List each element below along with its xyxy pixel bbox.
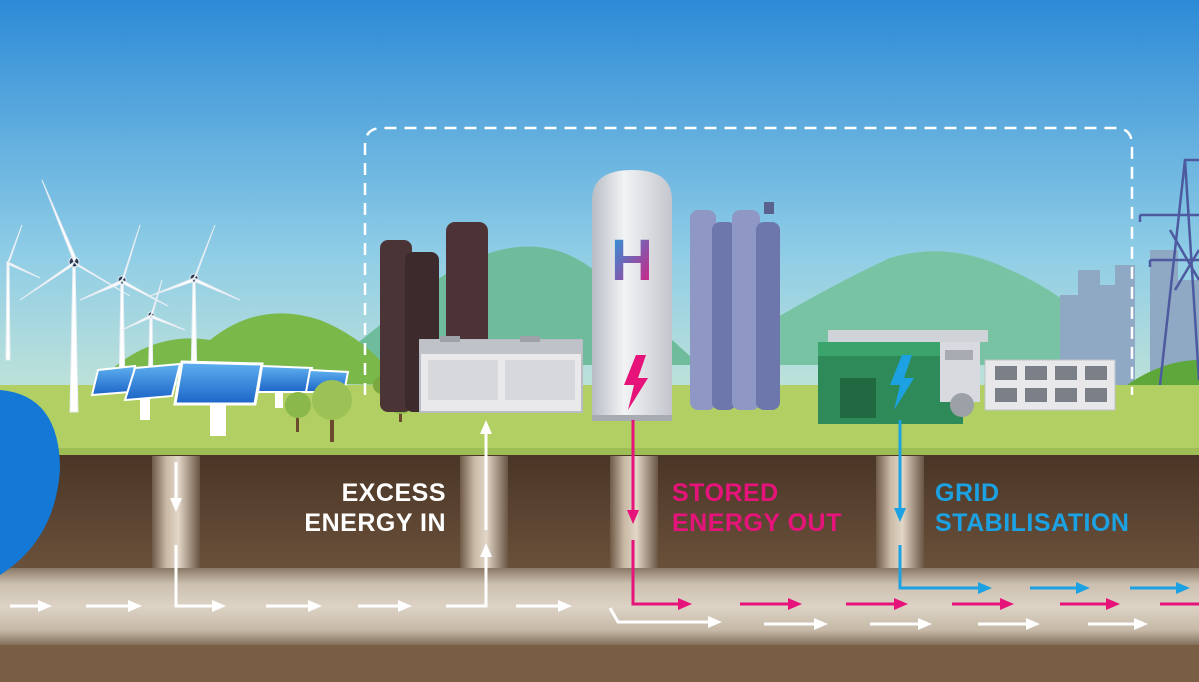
excess-line2: ENERGY IN: [304, 509, 446, 537]
grid-stabilisation-label: GRID STABILISATION: [935, 478, 1129, 538]
lightning-icon-grid: [890, 355, 914, 410]
grid-line1: GRID: [935, 479, 1000, 507]
transmission-tower: [1138, 158, 1199, 386]
solar-panels: [90, 360, 350, 436]
stored-energy-out-label: STORED ENERGY OUT: [672, 478, 842, 538]
reservoir-water: [0, 390, 60, 575]
lightning-icon: [624, 355, 648, 410]
hydrogen-tank: [592, 170, 672, 421]
flow-stored-energy-out: [627, 420, 1199, 610]
grid-line2: STABILISATION: [935, 509, 1130, 537]
stored-line2: ENERGY OUT: [672, 509, 842, 537]
wind-turbines: [5, 179, 241, 413]
mountain-right: [700, 251, 1130, 365]
ground-edge: [0, 448, 1199, 456]
flow-excess-energy-in: [10, 420, 1148, 630]
stored-line1: STORED: [672, 479, 779, 507]
industrial-tanks-brown: [380, 222, 583, 413]
hydrogen-logo: H: [611, 228, 653, 293]
gas-silos: [690, 202, 780, 410]
power-converters: [984, 359, 1116, 411]
turbine-generator: [818, 330, 988, 424]
excess-energy-in-label: EXCESS ENERGY IN: [296, 478, 446, 538]
flow-grid-stabilisation: [894, 420, 1190, 594]
hill-right: [1120, 360, 1199, 390]
bedrock: [0, 645, 1199, 682]
excess-line1: EXCESS: [341, 479, 446, 507]
facility-boundary: [363, 126, 1134, 395]
